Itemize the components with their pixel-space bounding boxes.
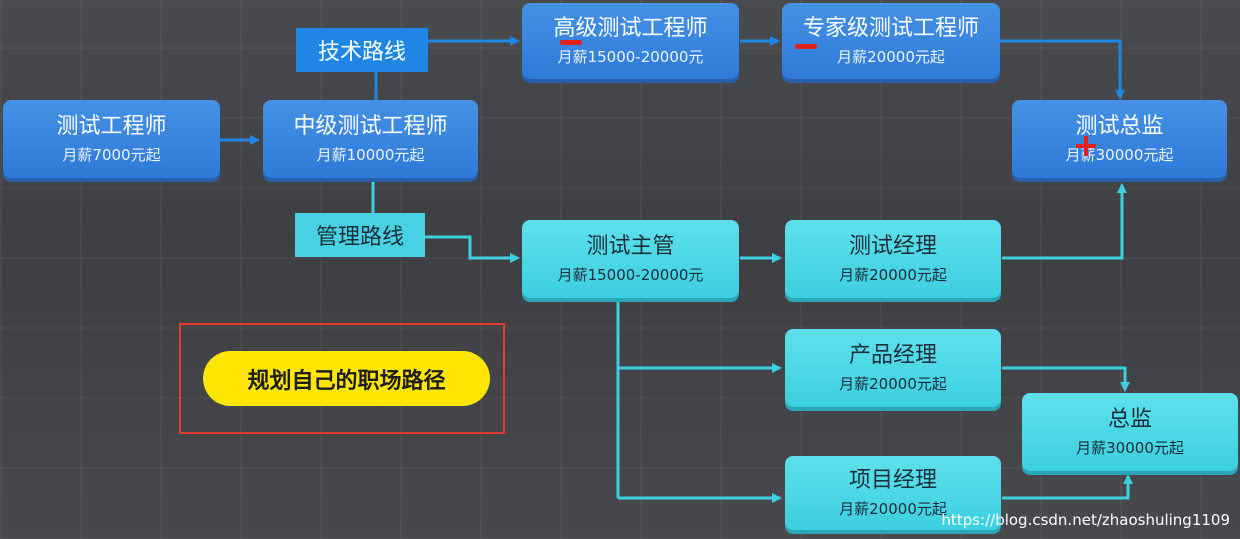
arrow-expert-to-director xyxy=(1000,39,1125,100)
node-title: 测试工程师 xyxy=(56,114,167,139)
node-mid-test-engineer: 中级测试工程师 月薪10000元起 xyxy=(263,100,478,178)
arrow-product-to-generaldirector xyxy=(1002,366,1130,392)
node-test-manager: 测试经理 月薪20000元起 xyxy=(785,220,1001,298)
node-project-manager: 项目经理 月薪20000元起 xyxy=(785,456,1001,530)
node-salary: 月薪15000-20000元 xyxy=(557,48,704,66)
node-title: 项目经理 xyxy=(848,468,937,493)
node-title: 测试总监 xyxy=(1075,114,1164,139)
node-test-supervisor: 测试主管 月薪15000-20000元 xyxy=(522,220,739,298)
node-title: 高级测试工程师 xyxy=(553,16,708,41)
minus-mark-expert xyxy=(795,44,817,49)
arrow-mgmt-to-supervisor xyxy=(425,235,520,263)
node-salary: 月薪10000元起 xyxy=(316,146,425,164)
node-test-director: 测试总监 月薪30000元起 xyxy=(1012,100,1227,178)
node-title: 产品经理 xyxy=(848,343,937,368)
tech-route-tag: 技术路线 xyxy=(296,28,428,72)
arrow-project-to-generaldirector xyxy=(1002,474,1133,500)
node-salary: 月薪7000元起 xyxy=(62,146,161,164)
node-title: 中级测试工程师 xyxy=(293,114,448,139)
minus-mark-senior xyxy=(560,40,582,45)
node-general-director: 总监 月薪30000元起 xyxy=(1022,393,1238,471)
node-expert-test-engineer: 专家级测试工程师 月薪20000元起 xyxy=(782,3,1000,79)
node-salary: 月薪30000元起 xyxy=(1076,439,1184,457)
node-title: 专家级测试工程师 xyxy=(802,16,979,41)
callout-frame xyxy=(179,323,505,434)
node-salary: 月薪20000元起 xyxy=(837,48,945,66)
arrow-testmanager-to-director xyxy=(1002,183,1127,260)
watermark: https://blog.csdn.net/zhaoshuling1109 xyxy=(941,511,1230,529)
node-test-engineer: 测试工程师 月薪7000元起 xyxy=(3,100,220,178)
node-salary: 月薪20000元起 xyxy=(839,500,947,518)
node-salary: 月薪15000-20000元 xyxy=(557,266,704,284)
node-salary: 月薪20000元起 xyxy=(839,266,947,284)
node-salary: 月薪20000元起 xyxy=(839,375,947,393)
career-path-callout: 规划自己的职场路径 xyxy=(203,351,490,406)
node-title: 总监 xyxy=(1107,407,1152,432)
node-salary: 月薪30000元起 xyxy=(1065,146,1174,164)
node-senior-test-engineer: 高级测试工程师 月薪15000-20000元 xyxy=(522,3,739,79)
node-title: 测试经理 xyxy=(848,234,937,259)
node-product-manager: 产品经理 月薪20000元起 xyxy=(785,329,1001,407)
node-title: 测试主管 xyxy=(586,234,675,259)
mgmt-route-tag: 管理路线 xyxy=(295,213,425,257)
plus-mark-director xyxy=(1076,136,1096,156)
